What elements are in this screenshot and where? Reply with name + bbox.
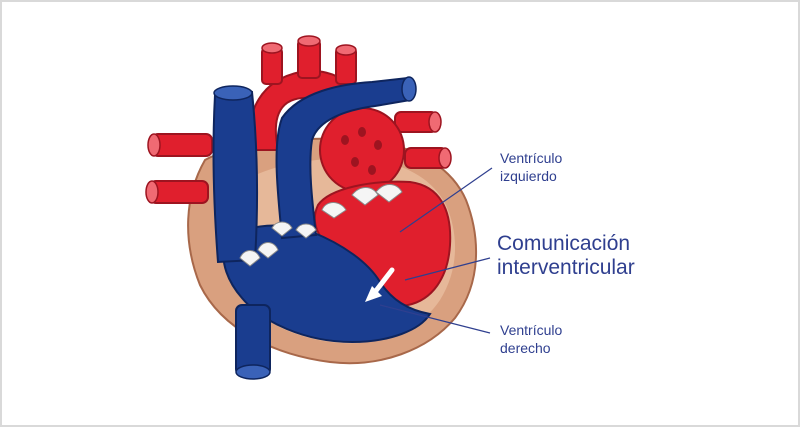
superior-vena-cava (212, 90, 258, 264)
label-septal-defect-line2: interventricular (497, 256, 635, 280)
label-septal-defect-line1: Comunicación (497, 232, 631, 255)
label-septal-defect: Comunicación interventricular (497, 232, 635, 280)
shunt-arrow (372, 267, 395, 295)
leader-left-ventricle (399, 167, 493, 233)
label-left-ventricle-line2: izquierdo (500, 167, 557, 184)
label-left-ventricle-line1: Ventrículo (500, 150, 563, 166)
left-atrium (319, 107, 405, 193)
pulmonary-valve (271, 221, 317, 239)
tricuspid-valve (239, 242, 279, 267)
shunt-arrow-head (365, 286, 382, 302)
mitral-valve (351, 184, 403, 206)
pulmonary-vein-left-1 (151, 133, 213, 157)
pulmonary-artery (275, 76, 412, 240)
label-right-ventricle: Ventrículo derecho (500, 322, 562, 357)
leader-right-ventricle (379, 304, 491, 334)
label-right-ventricle-line2: derecho (500, 339, 551, 356)
aortic-valve (321, 202, 347, 219)
leader-septal-defect (404, 257, 491, 281)
label-left-ventricle: Ventrículo izquierdo (500, 150, 562, 185)
label-right-ventricle-line1: Ventrículo (500, 322, 563, 338)
